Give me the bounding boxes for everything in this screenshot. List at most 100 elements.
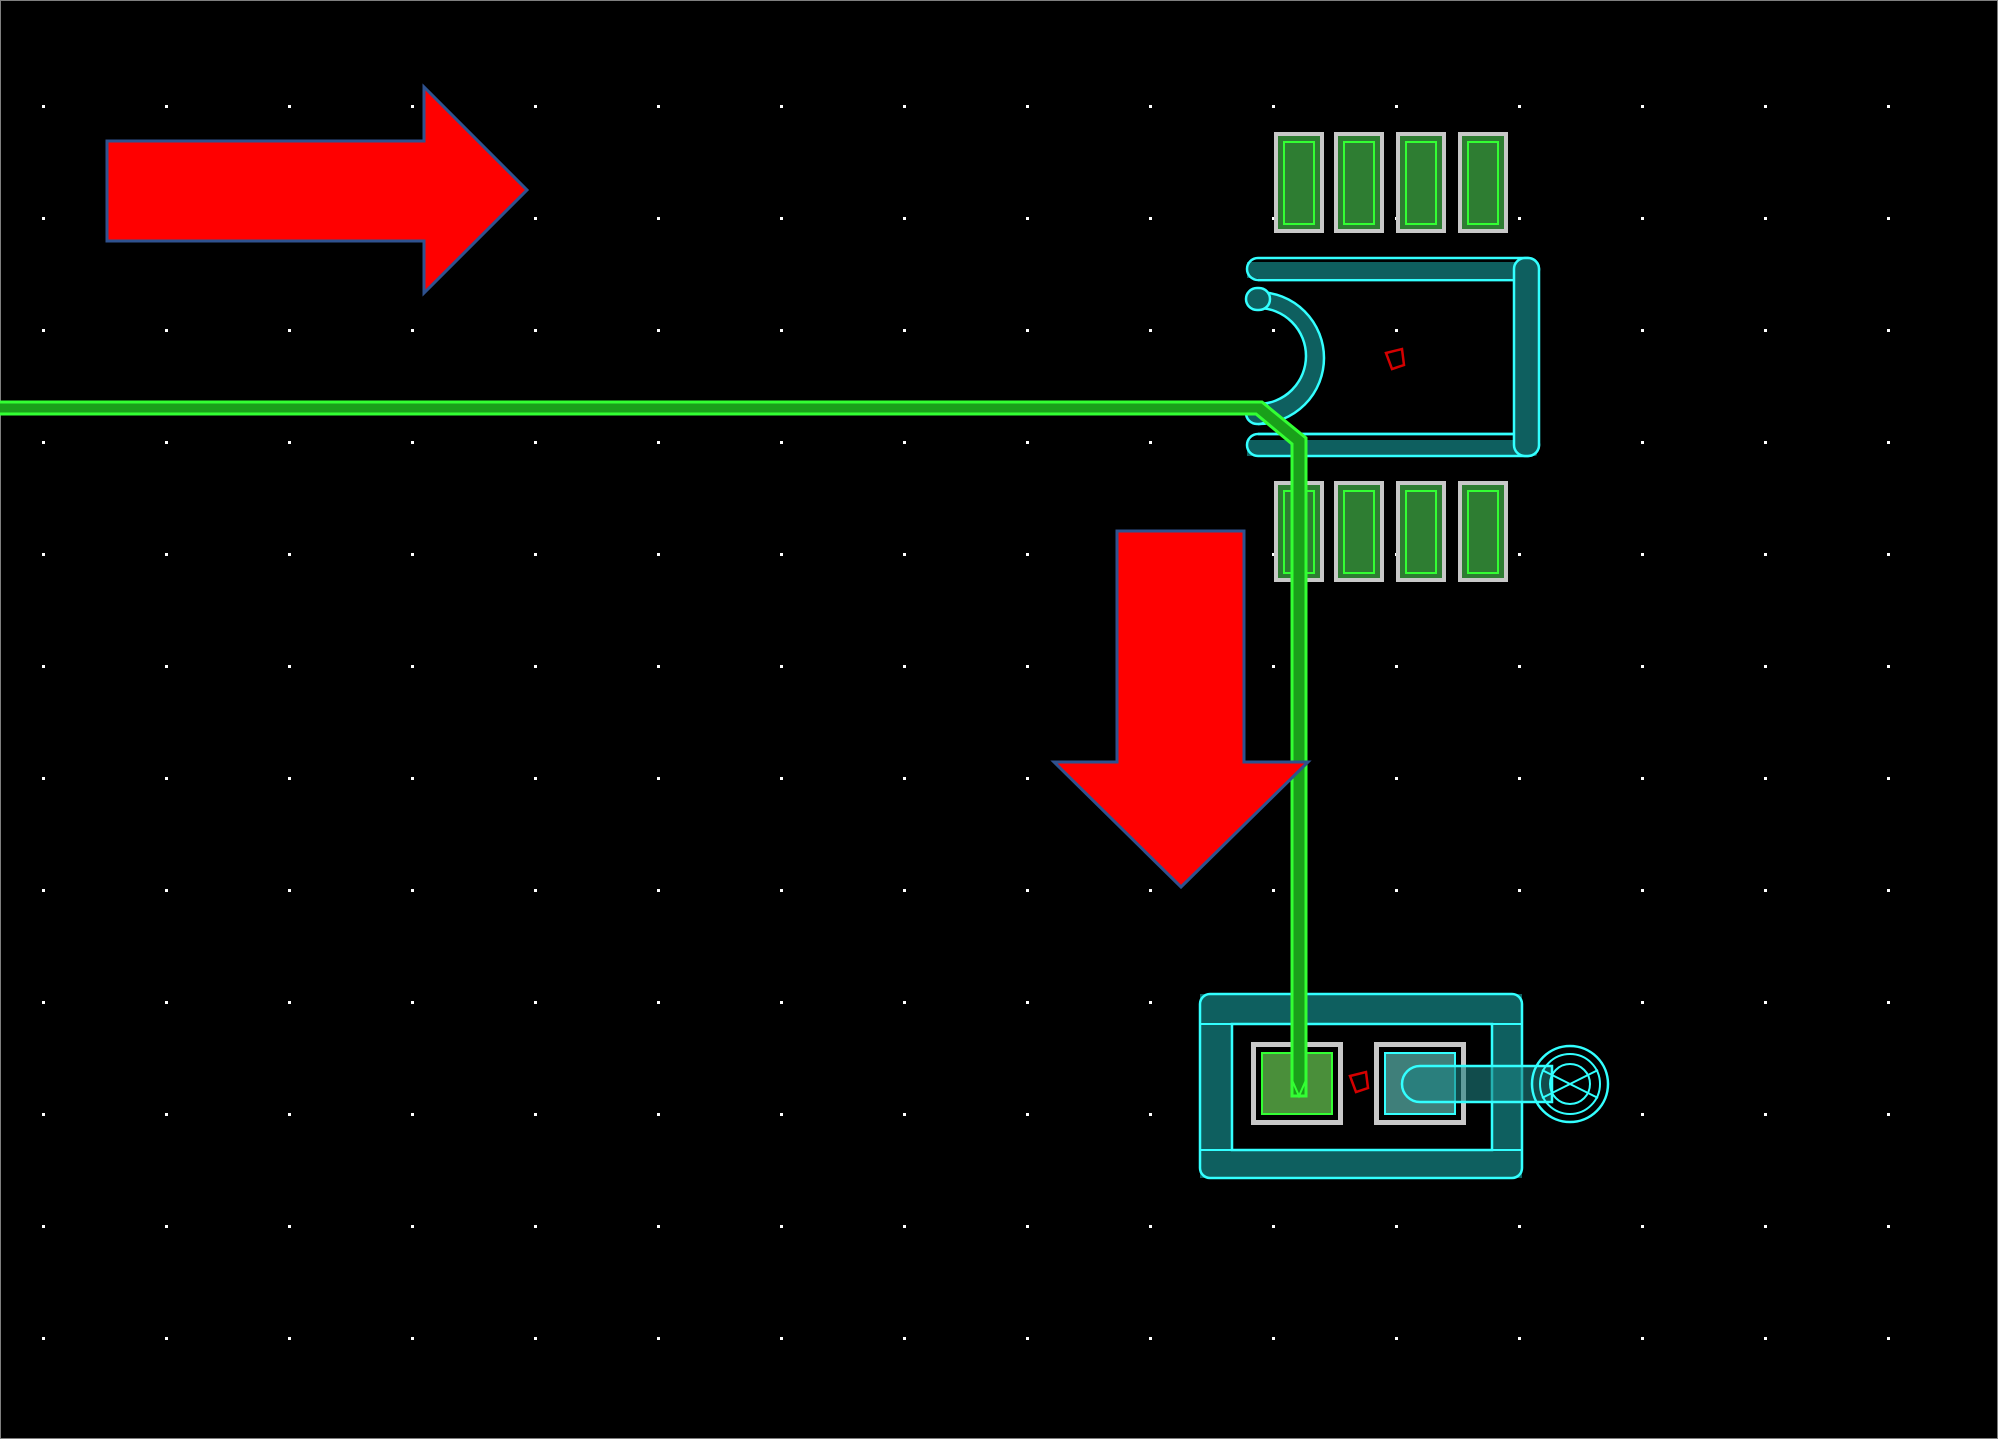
grid-dot [657,1337,660,1340]
grid-dot [1026,553,1029,556]
grid-dot [1272,665,1275,668]
grid-dot [1641,889,1644,892]
bottom-cell[interactable] [1198,992,1610,1180]
grid-dot [903,441,906,444]
grid-dot [1026,777,1029,780]
top-contact-row-upper[interactable] [1274,132,1508,233]
grid-dot [1641,217,1644,220]
grid-dot [1764,665,1767,668]
grid-dot [1149,1001,1152,1004]
grid-dot [1641,777,1644,780]
grid-dot [1026,889,1029,892]
contact[interactable] [1458,481,1508,582]
grid-dot [1395,329,1398,332]
via-icon[interactable] [1530,1044,1610,1124]
grid-dot [288,889,291,892]
grid-dot [1887,889,1890,892]
grid-dot [42,1001,45,1004]
grid-dot [411,441,414,444]
grid-dot [903,1225,906,1228]
grid-dot [1641,105,1644,108]
grid-dot [1518,777,1521,780]
contact[interactable] [1334,132,1384,233]
grid-dot [165,1337,168,1340]
grid-dot [903,665,906,668]
grid-dot [42,329,45,332]
grid-dot [42,553,45,556]
grid-dot [780,441,783,444]
grid-dot [534,553,537,556]
grid-dot [1764,1225,1767,1228]
top-cell[interactable] [1244,132,1541,582]
via-connection[interactable] [1400,1044,1610,1124]
grid-dot [411,1001,414,1004]
grid-dot [165,329,168,332]
grid-dot [1026,329,1029,332]
grid-dot [534,329,537,332]
grid-dot [288,1001,291,1004]
grid-dot [1518,105,1521,108]
grid-dot [1641,1113,1644,1116]
grid-dot [165,441,168,444]
grid-dot [1887,1337,1890,1340]
grid-dot [1272,1225,1275,1228]
annotation-arrow-right-icon [105,83,530,297]
contact[interactable] [1396,481,1446,582]
bottom-cell-origin-marker [1348,1070,1370,1094]
route-fill [0,402,1306,1096]
grid-dot [411,1337,414,1340]
top-cell-frame[interactable] [1244,256,1541,458]
grid-dot [903,553,906,556]
grid-dot [1518,1225,1521,1228]
grid-dot [42,105,45,108]
grid-dot [42,777,45,780]
grid-dot [1641,1337,1644,1340]
grid-dot [780,1001,783,1004]
grid-dot [288,553,291,556]
grid-dot [1026,1001,1029,1004]
grid-dot [288,441,291,444]
contact[interactable] [1274,132,1324,233]
grid-dot [780,105,783,108]
grid-dot [1026,217,1029,220]
grid-dot [1272,329,1275,332]
grid-dot [1887,1113,1890,1116]
contact[interactable] [1396,132,1446,233]
grid-dot [1887,1225,1890,1228]
grid-dot [657,777,660,780]
grid-dot [657,441,660,444]
grid-dot [1641,329,1644,332]
grid-dot [903,1113,906,1116]
grid-dot [411,553,414,556]
grid-dot [534,1225,537,1228]
grid-dot [780,217,783,220]
grid-dot [903,105,906,108]
grid-dot [780,777,783,780]
grid-dot [411,1113,414,1116]
grid-dot [1149,1113,1152,1116]
grid-dot [42,889,45,892]
grid-dot [288,777,291,780]
grid-dot [165,665,168,668]
grid-dot [1395,105,1398,108]
grid-dot [1272,1337,1275,1340]
grid-dot [1149,1337,1152,1340]
grid-dot [1764,329,1767,332]
grid-dot [1395,665,1398,668]
top-cell-origin-marker [1384,347,1406,371]
contact[interactable] [1458,132,1508,233]
green-route[interactable] [0,400,1308,1099]
grid-dot [780,889,783,892]
grid-dot [1149,105,1152,108]
grid-dot [1764,1113,1767,1116]
grid-dot [657,1113,660,1116]
grid-dot [1395,777,1398,780]
route-outline [0,400,1308,1098]
top-contact-row-lower[interactable] [1274,481,1508,582]
grid-dot [1641,1225,1644,1228]
grid-dot [534,441,537,444]
grid-dot [1149,329,1152,332]
contact[interactable] [1334,481,1384,582]
top-cell-arc-cap-top [1244,286,1272,312]
